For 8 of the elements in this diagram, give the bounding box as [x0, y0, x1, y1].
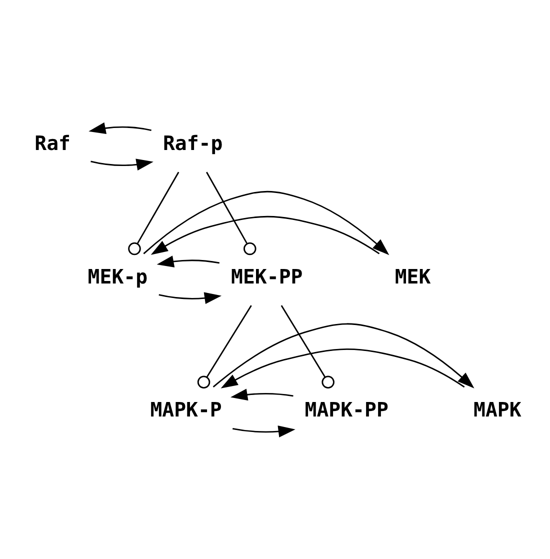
node-text: MAPK-P	[150, 398, 222, 422]
node-text: MAPK	[474, 398, 522, 422]
node-text: MEK-p	[88, 265, 148, 288]
node-text: Raf-p	[162, 132, 223, 156]
node-text: MAPK-PP	[304, 398, 388, 422]
node-text: Raf	[34, 132, 70, 156]
node-text: MEK	[394, 265, 431, 288]
node-text: MEK-PP	[231, 265, 303, 288]
